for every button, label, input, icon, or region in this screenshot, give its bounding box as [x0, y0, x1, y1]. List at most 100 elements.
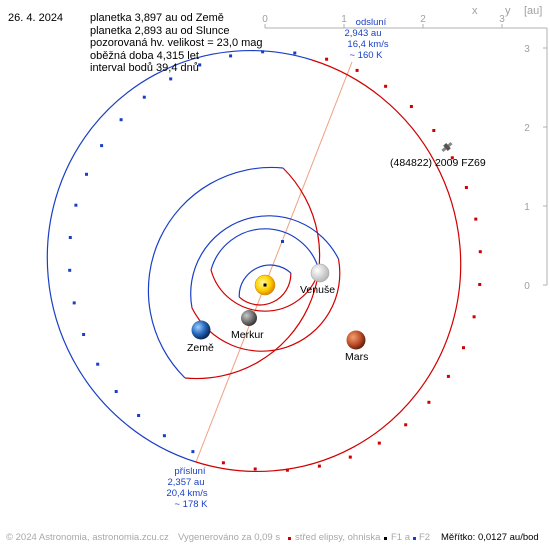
- earth-orbit: [191, 258, 341, 352]
- legend-f1-marker: [384, 537, 387, 540]
- perihelion-label: přísluní 2,357 au 20,4 km/s ~ 178 K: [166, 466, 208, 510]
- mars: [346, 330, 366, 350]
- y-tick-label-0: 0: [524, 281, 530, 292]
- generated-time: Vygenerováno za 0,09 s: [178, 532, 281, 543]
- copyright: © 2024 Astronomia, astronomia.zcu.cz: [6, 532, 169, 543]
- earth-orbit-far: [190, 215, 340, 309]
- aphelion-title: odsluní: [356, 17, 387, 28]
- point-interval: interval bodů 39,4 dnů: [90, 62, 199, 74]
- orbit-position-marker: [355, 68, 359, 72]
- mars-orbit: [184, 167, 321, 380]
- orbit-position-marker: [450, 156, 454, 160]
- aphelion-speed: 16,4 km/s: [347, 39, 388, 50]
- orbit-position-marker: [377, 441, 381, 445]
- magnitude: pozorovaná hv. velikost = 23,0 mag: [90, 37, 263, 49]
- legend-center: střed elipsy, ohniska: [295, 532, 381, 543]
- scale: Měřítko: 0,0127 au/bod: [441, 532, 539, 543]
- orbit-position-marker: [169, 77, 173, 81]
- orbit-position-marker: [446, 374, 450, 378]
- mercury-orbit: [238, 272, 292, 306]
- orbit-position-marker: [191, 450, 195, 454]
- axes: 0 1 2 3 3 2 1 0 x y [au]: [262, 5, 548, 292]
- perihelion-distance: 2,357 au: [168, 477, 205, 488]
- orbit-position-marker: [384, 84, 388, 88]
- orbit-position-marker: [68, 236, 72, 239]
- orbit-position-marker: [464, 186, 468, 189]
- orbit-position-marker: [325, 57, 329, 61]
- earth-distance: planetka 3,897 au od Země: [90, 12, 224, 24]
- x-tick-label-2: 2: [420, 14, 426, 25]
- x-tick-label-1: 1: [341, 14, 347, 25]
- venus-orbit: [210, 269, 320, 312]
- perihelion-temperature: ~ 178 K: [174, 499, 208, 510]
- orbit-position-marker: [317, 464, 321, 468]
- orbital-period: oběžná doba 4,315 let: [90, 49, 199, 62]
- venus: [310, 263, 330, 283]
- orbit-position-marker: [72, 301, 76, 305]
- asteroid-orbit-far: [46, 49, 313, 463]
- earth-label: Země: [187, 342, 214, 354]
- legend-f1: F1 a: [391, 532, 411, 543]
- x-axis-label: x: [472, 5, 478, 17]
- asteroid-orbit: [46, 49, 462, 473]
- aphelion-label: odsluní 2,943 au 16,4 km/s ~ 160 K: [345, 17, 389, 61]
- mercury-label: Merkur: [231, 329, 264, 341]
- date: 26. 4. 2024: [8, 12, 64, 24]
- orbit-position-marker: [427, 400, 431, 404]
- info-block: planetka 3,897 au od Země planetka 2,893…: [90, 12, 263, 75]
- aphelion-distance: 2,943 au: [345, 28, 382, 39]
- orbit-position-marker: [114, 390, 118, 393]
- orbit-position-marker: [137, 414, 141, 417]
- orbit-position-marker: [100, 144, 104, 148]
- orbit-position-marker: [472, 315, 476, 319]
- orbit-position-marker: [474, 217, 478, 221]
- orbit-position-marker: [478, 250, 482, 254]
- orbit-position-marker: [404, 423, 408, 427]
- orbit-position-marker: [478, 283, 482, 286]
- orbit-position-marker: [85, 172, 88, 176]
- mars-label: Mars: [345, 351, 368, 363]
- sun-distance: planetka 2,893 au od Slunce: [90, 24, 230, 37]
- orbit-position-marker: [285, 468, 289, 472]
- apsis-line: [195, 61, 353, 463]
- orbit-position-marker: [96, 362, 100, 366]
- orbit-position-marker: [253, 467, 257, 471]
- orbit-position-marker: [293, 51, 297, 55]
- asteroid-icon: [441, 141, 453, 153]
- orbit-position-marker: [68, 268, 72, 272]
- orbit-position-marker: [162, 434, 166, 438]
- orbit-position-marker: [462, 346, 465, 350]
- aphelion-temperature: ~ 160 K: [349, 50, 383, 61]
- asteroid-position-markers: [68, 50, 482, 472]
- sun-focus-marker: [263, 283, 267, 287]
- orbit-position-marker: [432, 129, 436, 132]
- ellipse-center-marker: [281, 240, 284, 243]
- earth: [191, 320, 211, 340]
- mercury-orbit-far: [238, 264, 292, 298]
- venus-label: Venuše: [300, 284, 335, 296]
- mercury: [241, 310, 257, 326]
- venus-orbit-far: [210, 228, 320, 271]
- axis-unit: [au]: [524, 5, 542, 17]
- orbit-position-marker: [221, 461, 225, 465]
- perihelion-speed: 20,4 km/s: [166, 488, 207, 499]
- mars-orbit-far: [147, 166, 284, 379]
- x-tick-label-0: 0: [262, 14, 268, 25]
- legend-f2-marker: [413, 537, 416, 540]
- orbit-position-marker: [198, 63, 202, 67]
- orbit-position-marker: [348, 455, 352, 459]
- legend-center-marker: [288, 537, 291, 540]
- asteroid-orbit-near: [195, 59, 462, 473]
- orbit-position-marker: [74, 203, 78, 207]
- orbit-position-marker: [82, 333, 86, 336]
- asteroid-label: (484822) 2009 FZ69: [390, 157, 486, 169]
- y-tick-label-2: 2: [524, 123, 530, 134]
- legend-f2: F2: [419, 532, 431, 543]
- perihelion-title: přísluní: [174, 466, 206, 477]
- orbit-position-marker: [409, 105, 413, 108]
- y-tick-label-1: 1: [524, 202, 530, 213]
- orbit-position-marker: [142, 95, 146, 99]
- x-tick-label-3: 3: [499, 14, 505, 25]
- planet-orbits: [147, 166, 341, 380]
